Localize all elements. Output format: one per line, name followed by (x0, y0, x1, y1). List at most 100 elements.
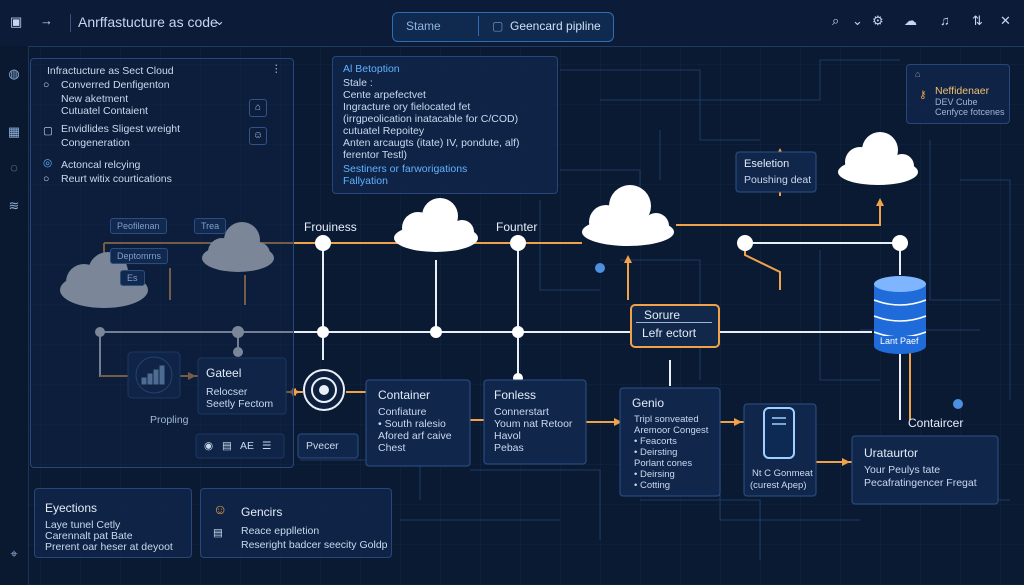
container-line: Chest (378, 442, 406, 454)
uraturtor-line: Your Peulys tate (864, 464, 941, 476)
right-info-line: Cenfyce fotcenes (935, 107, 1005, 117)
key-icon: ⚷ (919, 89, 927, 101)
genio-line: • Cotting (634, 480, 671, 491)
fonless-line: Connerstart (494, 406, 549, 418)
cloud-5 (838, 132, 918, 185)
source-divider (636, 322, 712, 323)
eyections-line: Prerent oar heser at deyoot (45, 541, 173, 553)
genio-line: Tripl sonveated (634, 414, 699, 425)
doc-icon: ▤ (213, 527, 223, 539)
radio-icon[interactable]: ○ (43, 79, 50, 91)
fonless-line: Youm nat Retoor (494, 418, 573, 430)
list-item[interactable]: Converred Denfigenton (61, 79, 170, 91)
genio-line: Aremoor Congest (634, 425, 709, 436)
top-bar: ▣ → Anrffastucture as code ⌄ Stame ▢ Gee… (0, 0, 1024, 47)
doc-icon[interactable]: ▤ (222, 440, 232, 452)
container-line: • South ralesio (378, 418, 446, 430)
radio-icon[interactable]: ○ (43, 173, 50, 185)
lock-icon[interactable]: ⌂ (249, 99, 267, 117)
right-info-line: DEV Cube (935, 97, 978, 107)
search-stage-label[interactable]: Stame (406, 19, 441, 33)
info-line: cutuatel Repoitey (343, 125, 425, 137)
pill-divider (478, 16, 479, 36)
genio-line: • Deirsing (634, 469, 675, 480)
info-line: Fallyation (343, 175, 388, 187)
list-item[interactable]: Cutuatel Contaient (61, 105, 148, 117)
chat-icon[interactable]: ◌ (10, 160, 18, 175)
list-item[interactable]: Congeneration (61, 137, 130, 149)
pipeline-search[interactable] (392, 12, 614, 42)
container-line: Afored arf caive (378, 430, 452, 442)
app-logo-icon[interactable]: ▣ (10, 14, 23, 29)
ae-label[interactable]: AE (240, 440, 255, 452)
forward-arrow-icon[interactable]: → (40, 13, 53, 28)
split-view-icon[interactable]: ⇅ (972, 13, 983, 28)
close-icon[interactable]: ✕ (1000, 13, 1011, 28)
chevron-down-icon[interactable]: ⌄ (214, 13, 225, 28)
cloud-4 (582, 185, 674, 246)
circle-icon[interactable]: ◉ (204, 440, 214, 452)
list-item[interactable]: Reurt witix courtications (61, 173, 172, 185)
genio-line: Porlant cones (634, 458, 693, 469)
pipeline-selector[interactable]: Geencard pipline (510, 19, 601, 33)
info-line: Stale : (343, 77, 373, 89)
fonless-line: Pebas (494, 442, 524, 454)
info-line: Ingracture ory fielocated fet (343, 101, 471, 113)
location-pin-icon[interactable]: ⌖ (10, 546, 18, 561)
info-line: (irrgpeolication inatacable for C/COD) (343, 113, 519, 125)
trea-chip[interactable]: Trea (194, 218, 227, 234)
profile-chip[interactable]: Peofilenan (110, 218, 167, 234)
gateel-title: Gateel (206, 366, 242, 380)
info-line: Sestiners or farworigations (343, 163, 468, 175)
layers-icon[interactable]: ≋ (8, 198, 20, 213)
info-line: Cente arpefectvet (343, 89, 426, 101)
uraturtor-title: Urataurtor (864, 446, 919, 460)
gencirs-line: Reseright badcer seecity Goldp (241, 539, 388, 551)
target-icon (303, 369, 345, 411)
info-panel: Al Betoption Stale : Cente arpefectvet I… (332, 56, 558, 194)
gateel-line: Seetly Fectom (206, 398, 274, 410)
more-icon[interactable]: ⋮ (271, 63, 282, 75)
radio-icon[interactable]: ◎ (43, 157, 53, 169)
blue-dots (595, 263, 963, 409)
info-line: Anten arcaugts (itate) IV, pondute, alf) (343, 137, 520, 149)
eyections-panel: Eyections Laye tunel Cetly Carennalt pat… (34, 488, 192, 558)
list-item[interactable]: New aketment (61, 93, 129, 105)
container-title: Container (378, 388, 431, 402)
checkbox-icon[interactable]: ▢ (43, 125, 53, 137)
node-label-founter: Founter (496, 220, 538, 234)
list-item[interactable]: Envidlides Sligest wreight (61, 123, 181, 135)
info-line: ferentor Testl) (343, 149, 407, 161)
panel-header: Infractucture as Sect Cloud (47, 65, 174, 77)
more-icon[interactable]: ⌂ (915, 69, 921, 79)
palette-icon[interactable]: ◍ (8, 66, 20, 81)
cloud-sync-icon[interactable]: ☁ (904, 13, 917, 28)
bell-icon[interactable]: ♫ (940, 13, 950, 28)
container-line: Confiature (378, 406, 427, 418)
list-item[interactable]: Actoncal relcying (61, 159, 141, 171)
uraturtor-line: Pecafratingencer Fregat (864, 477, 977, 489)
eseletion-sub: Poushing deat (744, 174, 812, 186)
right-info-panel: ⌂ ⚷ Neffidenaer DEV Cube Cenfyce fotcene… (906, 64, 1010, 124)
list-icon[interactable]: ☰ (262, 440, 272, 452)
pvecer-label[interactable]: Pvecer (306, 440, 339, 452)
mobile-label: Nt C Gonmeat (752, 468, 813, 479)
divider (70, 14, 71, 32)
settings-gear-icon[interactable]: ⚙ (872, 13, 884, 28)
chevron-down-icon[interactable]: ⌄ (852, 13, 863, 28)
chat-bubble-icon: ☺ (213, 501, 228, 517)
search-icon[interactable]: ⌕ (832, 13, 840, 28)
file-icon: ▢ (492, 19, 504, 33)
fonless-title: Fonless (494, 388, 537, 402)
eyections-title: Eyections (45, 501, 98, 515)
page-title: Anrffastucture as code (78, 14, 218, 30)
right-info-title: Neffidenaer (935, 85, 990, 97)
grid-icon[interactable]: ▦ (7, 124, 21, 139)
source-node[interactable] (630, 304, 720, 348)
deployments-chip[interactable]: Deptomrns (110, 248, 169, 264)
database-label: Lant Paef (880, 336, 919, 346)
es-chip[interactable]: Es (120, 270, 145, 286)
left-icon-sidebar: ◍ ▦ ◌ ≋ ⌖ (0, 46, 29, 585)
source-sub: Lefr ectort (642, 326, 697, 340)
user-icon[interactable]: ☺ (249, 127, 267, 145)
